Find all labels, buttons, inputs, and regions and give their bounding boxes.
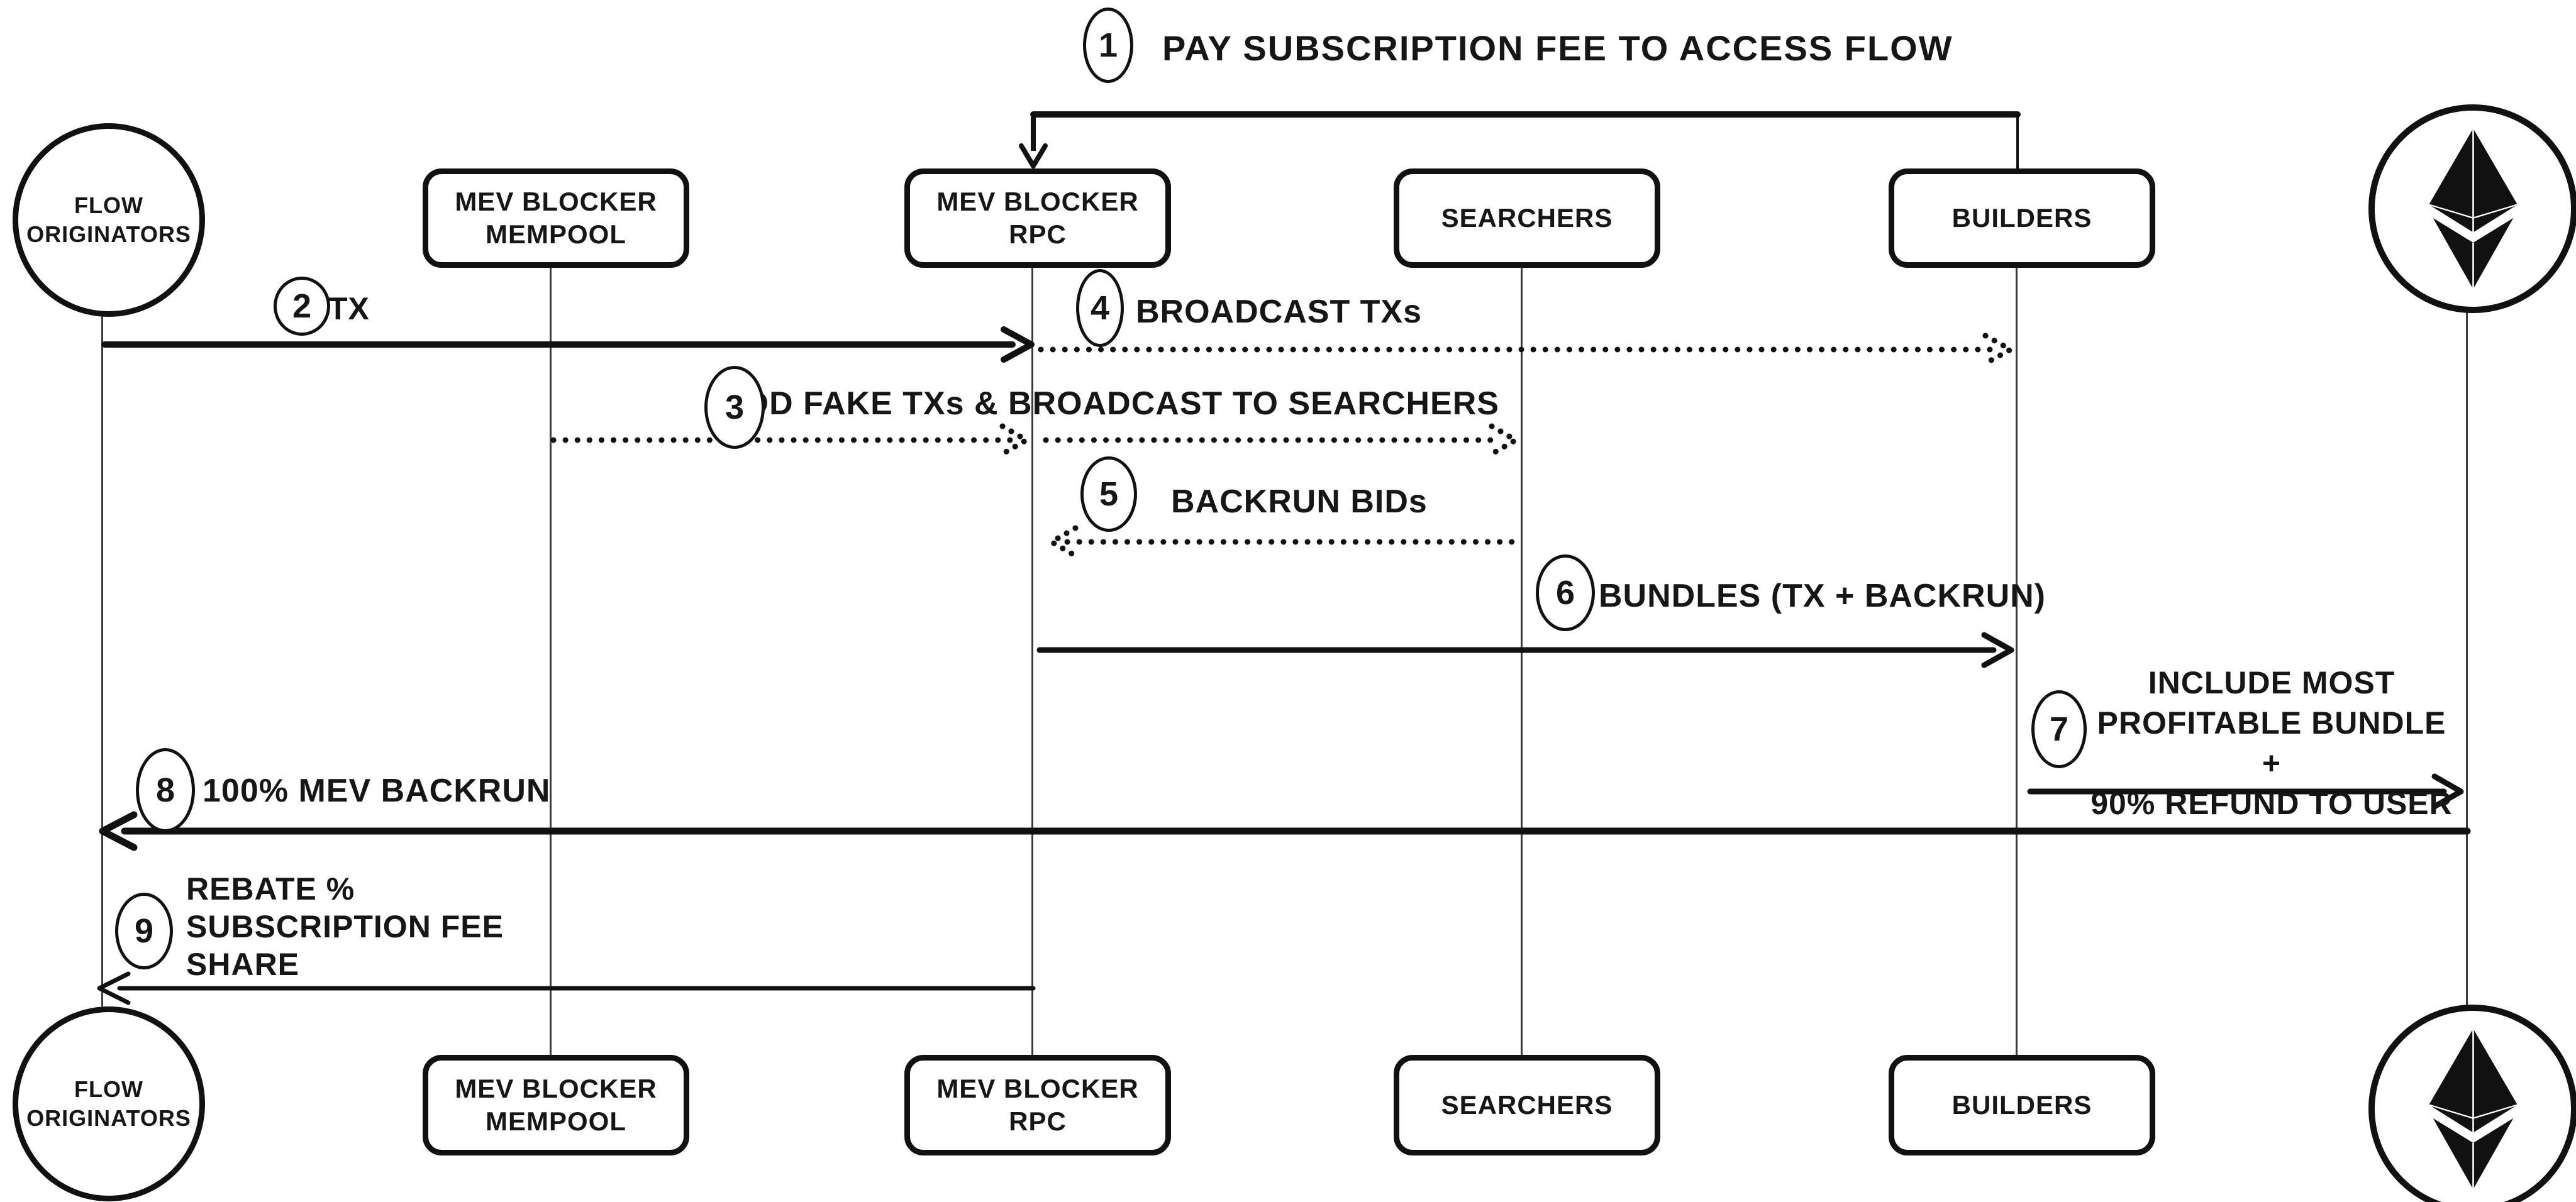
actor-ethereum-bottom (2368, 1005, 2576, 1202)
step9-label-line3: SHARE (186, 947, 300, 982)
actor-searchers-top: SEARCHERS (1394, 168, 1660, 268)
step-number: 2 (292, 287, 312, 325)
actor-builders-top: BUILDERS (1889, 168, 2155, 268)
step9-label-line2: SUBSCRIPTION FEE (186, 909, 504, 944)
actor-mev-blocker-rpc-bottom: MEV BLOCKER RPC (904, 1055, 1171, 1155)
actor-flow-originators-bottom: FLOW ORIGINATORS (13, 1006, 205, 1201)
actor-label: MEMPOOL (486, 219, 626, 249)
arrow-step6-bundles (1036, 632, 2014, 668)
arrow-step7-include-bundle (2027, 773, 2464, 810)
step-number: 3 (724, 389, 745, 426)
step-number: 9 (134, 912, 154, 950)
step1-label: PAY SUBSCRIPTION FEE TO ACCESS FLOW (1162, 28, 1953, 68)
step9-label-line1: REBATE % (186, 871, 355, 907)
actor-mev-blocker-mempool-top: MEV BLOCKER MEMPOOL (423, 168, 689, 268)
actor-label: ORIGINATORS (26, 221, 191, 247)
arrow-step8-mev-backrun (99, 811, 2471, 851)
actor-builders-bottom: BUILDERS (1889, 1055, 2155, 1155)
step-number: 4 (1090, 289, 1110, 327)
actor-label: MEV BLOCKER (936, 1074, 1139, 1103)
step-number: 1 (1098, 26, 1118, 64)
actor-label: ORIGINATORS (26, 1105, 191, 1131)
actor-label: SEARCHERS (1441, 203, 1613, 233)
arrow-step4-broadcast-txs (1038, 333, 2014, 367)
actor-label: MEV BLOCKER (455, 187, 657, 216)
step-number: 7 (2049, 710, 2069, 748)
lifeline-ethereum (2466, 300, 2468, 1005)
step-badge-8: 8 (136, 748, 195, 832)
arrow-step9-rebate (97, 971, 1036, 1005)
arrow-step2-tx (101, 326, 1035, 363)
step9-label: REBATE % SUBSCRIPTION FEE SHARE (186, 870, 504, 983)
step-number: 5 (1099, 475, 1119, 513)
step-badge-5: 5 (1080, 456, 1137, 532)
lifeline-mev-blocker-rpc (1031, 256, 1033, 1055)
step-badge-4: 4 (1076, 269, 1124, 347)
step-badge-1: 1 (1083, 8, 1133, 83)
actor-mev-blocker-mempool-bottom: MEV BLOCKER MEMPOOL (423, 1055, 689, 1155)
actor-flow-originators-top: FLOW ORIGINATORS (13, 123, 205, 317)
actor-label: SEARCHERS (1441, 1090, 1613, 1120)
arrow-step5-backrun-bids (1048, 525, 1526, 559)
actor-mev-blocker-rpc-top: MEV BLOCKER RPC (904, 168, 1171, 268)
lifeline-flow-originators (101, 303, 103, 1006)
step7-label-line3: 90% REFUND TO USER (2090, 786, 2453, 821)
step-number: 6 (1555, 574, 1575, 612)
step7-label-line2: PROFITABLE BUNDLE + (2097, 705, 2446, 781)
step-number: 8 (155, 771, 175, 809)
arrow-step3-add-fake-txs-left (550, 423, 1030, 457)
actor-label: FLOW (74, 192, 143, 218)
step-badge-2: 2 (274, 277, 330, 336)
actor-label: MEV BLOCKER (936, 187, 1139, 216)
actor-label: BUILDERS (1951, 1090, 2092, 1120)
arrow-step3-broadcast-to-searchers-right (1043, 423, 1519, 457)
step-badge-9: 9 (115, 893, 173, 969)
ethereum-icon (2428, 128, 2518, 289)
step1-subscription-arrow (1019, 111, 2021, 168)
actor-label: BUILDERS (1951, 203, 2092, 233)
actor-searchers-bottom: SEARCHERS (1394, 1055, 1660, 1155)
step-badge-3: 3 (704, 366, 765, 449)
actor-ethereum-top (2368, 104, 2576, 313)
step3-label: ADD FAKE TXs & BROADCAST TO SEARCHERS (721, 385, 1499, 422)
lifeline-mev-blocker-mempool (550, 256, 552, 1055)
actor-label: RPC (1009, 219, 1067, 249)
step-badge-6: 6 (1536, 554, 1595, 631)
step5-label: BACKRUN BIDs (1171, 483, 1428, 520)
step7-label: INCLUDE MOST PROFITABLE BUNDLE + 90% REF… (2083, 663, 2460, 824)
ethereum-icon (2428, 1028, 2518, 1189)
actor-label: MEMPOOL (486, 1106, 626, 1136)
step2-label: TX (328, 291, 370, 326)
actor-label: RPC (1009, 1106, 1067, 1136)
step-badge-7: 7 (2031, 690, 2087, 768)
step8-label: 100% MEV BACKRUN (203, 773, 551, 809)
step6-label: BUNDLES (TX + BACKRUN) (1599, 578, 2046, 614)
actor-label: FLOW (74, 1076, 143, 1102)
lifeline-builders (2016, 256, 2018, 1055)
step4-label: BROADCAST TXs (1136, 294, 1423, 330)
lifeline-searchers (1521, 256, 1523, 1055)
actor-label: MEV BLOCKER (455, 1074, 657, 1103)
step7-label-line1: INCLUDE MOST (2148, 665, 2396, 700)
